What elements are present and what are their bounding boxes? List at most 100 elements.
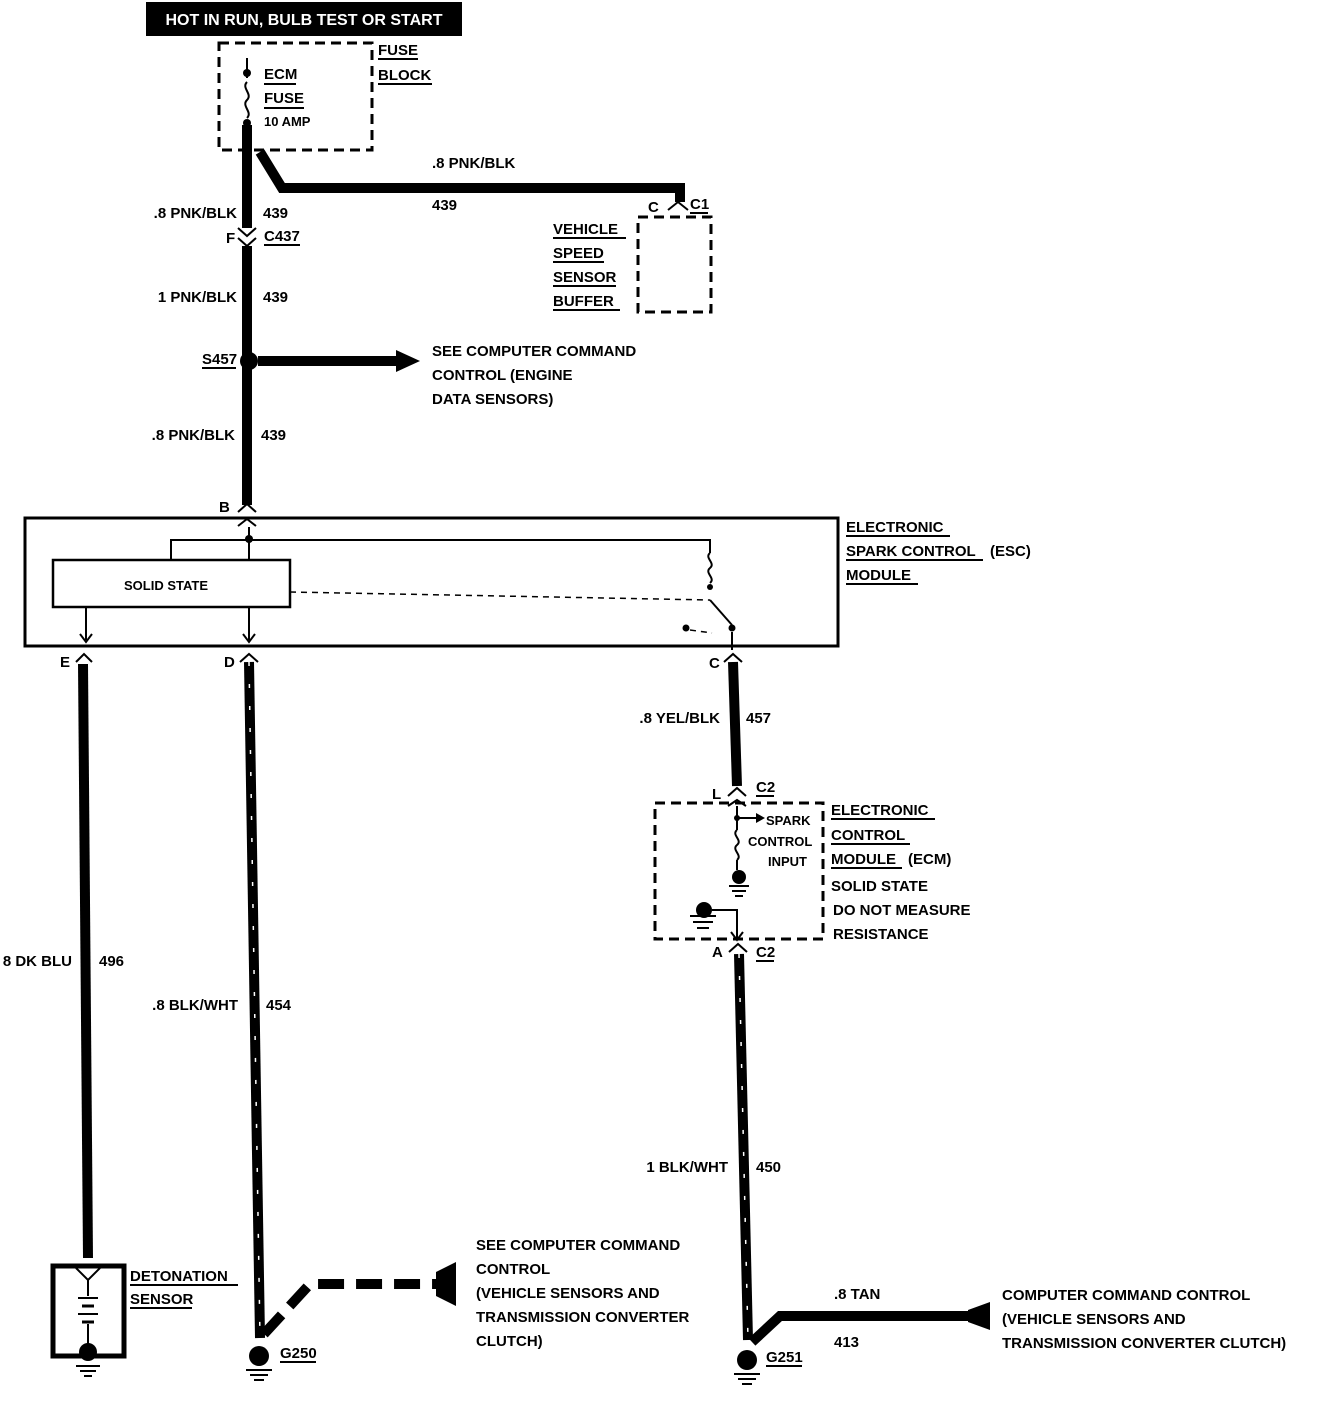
ground-label: G250 (280, 1345, 317, 1362)
ecm-label: ELECTRONIC (831, 802, 929, 819)
wire-circuit: 454 (266, 997, 292, 1014)
g250-ref: CONTROL (476, 1261, 550, 1278)
wire-label: .8 YEL/BLK (639, 710, 720, 727)
connector-pin: E (60, 654, 70, 671)
esc-module-label: SPARK CONTROL (846, 543, 976, 560)
wire-label: .8 PNK/BLK (154, 205, 238, 222)
ecm-input-label: SPARK (766, 813, 811, 828)
ecm-note: DO NOT MEASURE (833, 902, 971, 919)
diagram-title: HOT IN RUN, BULB TEST OR START (165, 12, 442, 29)
splice-ref: CONTROL (ENGINE (432, 367, 573, 384)
connector-c437-label: C437 (264, 228, 300, 245)
ground-icon (734, 1350, 760, 1385)
g251-ref: TRANSMISSION CONVERTER CLUTCH) (1002, 1335, 1286, 1352)
connector-d-icon (239, 652, 259, 663)
esc-module-label: MODULE (846, 567, 911, 584)
wire-circuit: 439 (261, 427, 286, 444)
fuse-label: ECM (264, 66, 297, 83)
g250-ref: SEE COMPUTER COMMAND (476, 1237, 680, 1254)
wire-454-branch (260, 1279, 436, 1338)
wire-439-branch (255, 149, 685, 202)
vss-buffer-outline (636, 215, 713, 314)
fuse-block-label: BLOCK (378, 67, 431, 84)
ground-icon (76, 1343, 100, 1377)
detonation-sensor-label: DETONATION (130, 1268, 228, 1285)
fuse-block-label: FUSE (378, 42, 418, 59)
connector-pin: D (224, 654, 235, 671)
connector-pin: C (648, 199, 659, 216)
ecm-input-label: CONTROL (748, 834, 812, 849)
connector-c1-label: C1 (690, 196, 709, 213)
g250-ref: CLUTCH) (476, 1333, 543, 1350)
connector-c437-icon (237, 227, 257, 248)
vss-buffer-label: SPEED (553, 245, 604, 262)
esc-module-outline (23, 516, 840, 648)
wire-circuit: 439 (263, 289, 288, 306)
connector-pin: L (712, 786, 721, 803)
ecm-label: CONTROL (831, 827, 905, 844)
wire-450 (734, 953, 753, 1341)
connector-pin: C (709, 655, 720, 672)
vss-buffer-label: SENSOR (553, 269, 617, 286)
fuse-rating: 10 AMP (264, 114, 311, 129)
ground-icon (246, 1346, 272, 1381)
ecm-note: RESISTANCE (833, 926, 929, 943)
arrow-left-icon (436, 1262, 456, 1306)
fuse-label: FUSE (264, 90, 304, 107)
title-bar (146, 2, 462, 36)
connector-l-icon (727, 786, 747, 807)
wire-label: .8 TAN (834, 1286, 880, 1303)
detonation-sensor-icon (75, 1267, 101, 1345)
vss-buffer-label: VEHICLE (553, 221, 618, 238)
wire-label: .8 PNK/BLK (152, 427, 236, 444)
wire-label: .8 BLK/WHT (152, 997, 238, 1014)
fuse-block-outline (217, 41, 374, 152)
vss-buffer-label: BUFFER (553, 293, 614, 310)
connector-a-icon (728, 942, 748, 953)
splice-ref: DATA SENSORS) (432, 391, 553, 408)
wire-circuit: 450 (756, 1159, 781, 1176)
connector-pin: B (219, 499, 230, 516)
solid-state-block (51, 558, 292, 609)
wire-circuit: 413 (834, 1334, 859, 1351)
wire-circuit: 496 (99, 953, 124, 970)
splice-label: S457 (202, 351, 237, 368)
wire-413 (748, 1311, 972, 1346)
ecm-label: MODULE (831, 851, 896, 868)
wire-circuit: 439 (432, 197, 457, 214)
connector-c2-label: C2 (756, 944, 775, 961)
wire-label: 1 BLK/WHT (646, 1159, 728, 1176)
fuse-icon (243, 58, 251, 127)
connector-pin: A (712, 944, 723, 961)
connector-pin: F (226, 230, 235, 247)
arrow-right-icon (396, 350, 420, 372)
connector-b-icon (237, 502, 257, 527)
detonation-sensor-label: SENSOR (130, 1291, 194, 1308)
ecm-note: SOLID STATE (831, 878, 928, 895)
connector-c2-label: C2 (756, 779, 775, 796)
wire-circuit: 457 (746, 710, 771, 727)
ecm-suffix: (ECM) (908, 851, 951, 868)
wire-457 (728, 661, 742, 787)
arrow-left-icon (968, 1302, 990, 1330)
wire-circuit: 439 (263, 205, 288, 222)
connector-c-icon (723, 652, 743, 663)
wire-label: 8 DK BLU (3, 953, 72, 970)
ecm-input-label: INPUT (768, 854, 807, 869)
splice-ref: SEE COMPUTER COMMAND (432, 343, 636, 360)
g250-ref: TRANSMISSION CONVERTER (476, 1309, 690, 1326)
ground-label: G251 (766, 1349, 803, 1366)
esc-module-suffix: (ESC) (990, 543, 1031, 560)
wire-label: .8 PNK/BLK (432, 155, 516, 172)
spark-control-input-icon (729, 806, 765, 897)
wire-label: 1 PNK/BLK (158, 289, 237, 306)
connector-e-icon (75, 652, 93, 663)
connector-c1-icon (667, 200, 689, 211)
esc-module-label: ELECTRONIC (846, 519, 944, 536)
splice-s457 (240, 352, 258, 370)
solid-state-label: SOLID STATE (124, 578, 208, 593)
g250-ref: (VEHICLE SENSORS AND (476, 1285, 660, 1302)
ecm-ground-icon (690, 902, 744, 942)
wire-496 (78, 663, 93, 1259)
